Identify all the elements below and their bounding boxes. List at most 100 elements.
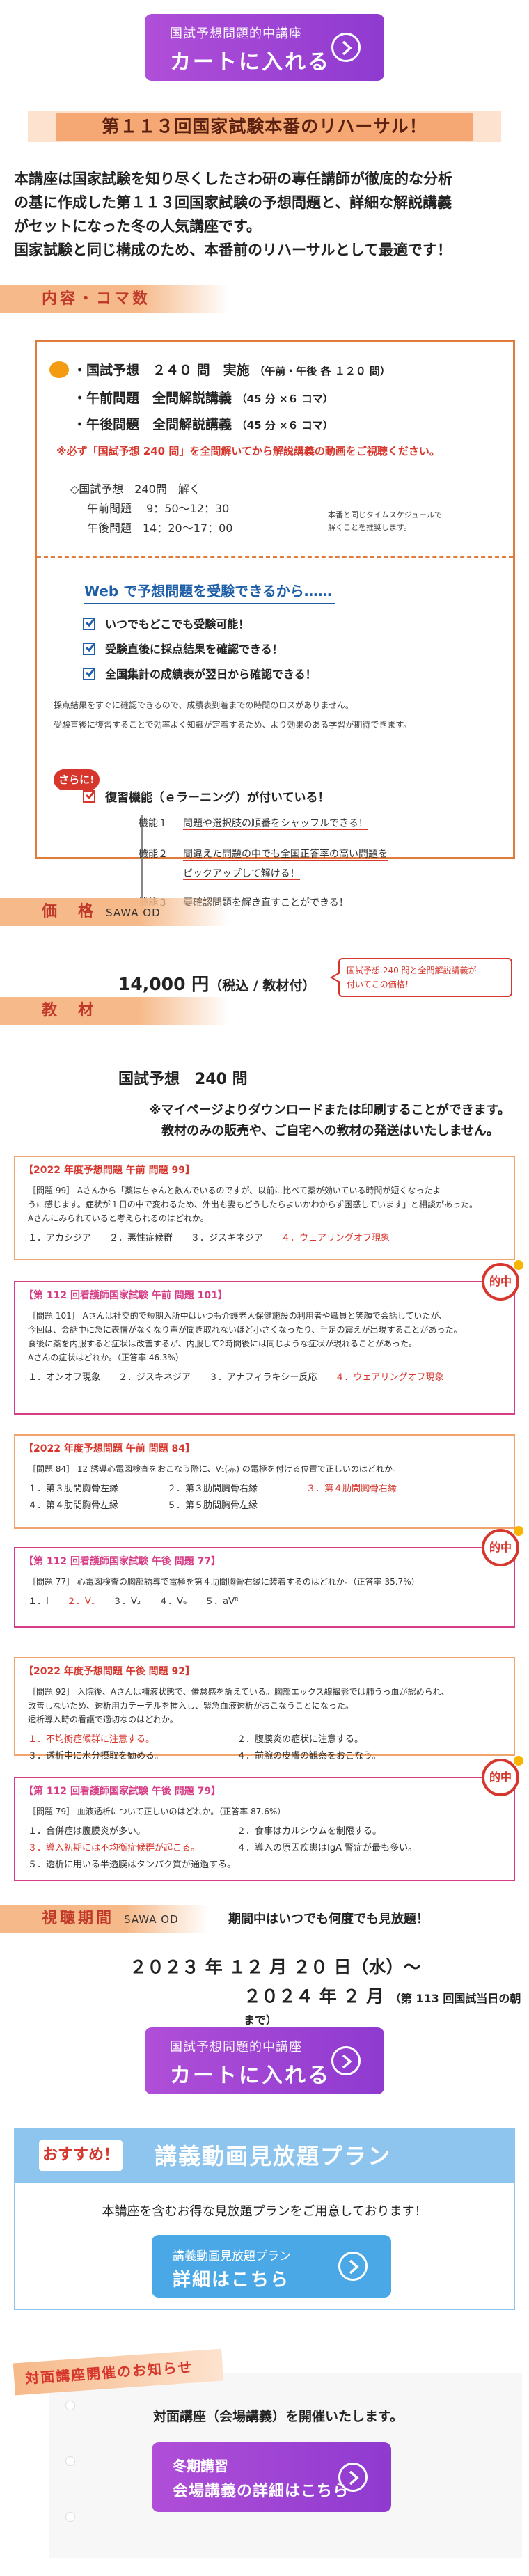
cart-button-subtitle: 国試予想問題的中講座 [170,2040,302,2055]
section-heading-label: 価 格 [42,903,97,920]
sparkle-icon [514,1260,523,1270]
checkbox-checked-icon [83,617,96,630]
section-heading-label: 内容・コマ数 [42,290,151,308]
question-heading: 【2022 年度予想問題 午後 問題 92】 [24,1666,195,1677]
answer-option: ５．透析に用いる半透膜はタンパク質が通過する。 [28,1860,237,1870]
web-exam-heading: Web で予想問題を受験できるから…… [84,580,335,604]
checkbox-checked-icon [83,790,96,803]
answer-option: １．Ⅰ [28,1596,49,1607]
question-text: ［問題 79］ 血液透析について正しいのはどれか。（正答率 87.6%） [28,1807,286,1816]
answer-option: ２．ジスキネジア [118,1372,191,1383]
answer-option: ２．腹膜炎の症状に注意する。 [237,1734,364,1745]
national-exam-question-box: 【第 112 回看護師国家試験 午後 問題 79】［問題 79］ 血液透析につい… [14,1756,523,1881]
content-line-2: ・午前問題 全問解説講義 （45 分 ×６ コマ） [73,391,333,406]
prediction-question-box: 【2022 年度予想問題 午前 問題 84】［問題 84］ 12 誘導心電図検査… [14,1434,515,1529]
question-text: Aさんにみられていると考えられるのはどれか。 [28,1214,209,1223]
answer-options: ３．導入初期には不均衡症候群が起こる。４．導入の原因疾患はIgA 腎症が最も多い… [28,1841,508,1856]
checkbox-checked-icon [83,642,96,655]
schedule-pm: 午後問題 14：20～17：00 [87,521,233,535]
hit-stamp: 的中 [482,1263,519,1301]
national-exam-question-box: 【第 112 回看護師国家試験 午前 問題 101】［問題 101］ Aさんは社… [14,1260,523,1415]
answer-option: ５．第５肋間胸骨左縁 [167,1500,258,1511]
answer-option: ４．前腕の皮膚の観察をおこなう。 [237,1751,381,1761]
arrow-right-icon [338,2252,368,2281]
review-function-heading: 復習機能（ｅラーニング）が付いている！ [83,787,330,805]
answer-options: １．不均衡症候群に注意する。２．腹膜炎の症状に注意する。 [28,1732,508,1748]
answer-option: ５．aVᴿ [205,1596,239,1607]
check-item: 受験直後に採点結果を確認できる！ [83,640,283,657]
answer-option: ３．透析中に水分摂取を勧める。 [28,1751,164,1761]
plan-description: 本講座を含むお得な見放題プランをご用意しております！ [102,2204,427,2219]
intro-line: がセットになった冬の人気講座です。 [14,218,261,235]
prediction-question-box: 【2022 年度予想問題 午後 問題 92】 ［問題 92］ 入院後、Aさんは補液… [14,1657,515,1761]
face-to-face-details-button[interactable]: 冬期講習 会場講義の詳細はこちら [152,2442,391,2512]
question-text: ［問題 99］ Aさんから「薬はちゃんと飲んでいるのですが、以前に比べて薬が効い… [28,1186,441,1195]
hit-stamp: 的中 [482,1759,519,1796]
question-heading: 【第 112 回看護師国家試験 午後 問題 77】 [24,1556,221,1567]
answer-option: ４．V₆ [159,1596,187,1607]
material-title: 国試予想 240 問 [118,1071,248,1088]
face-to-face-description: 対面講座（会場講義）を開催いたします。 [153,2409,404,2424]
question-text: 今回は、会話中に急に表情がなくなり声が聞き取れないほど小さくなったり、手足の震え… [28,1325,462,1335]
sarani-badge: さらに! [54,769,100,790]
section-heading-sub: SAWA OD [124,1913,179,1926]
content-line-1: ・国試予想 ２４０ 問 実施 （午前・午後 各 １２０ 問） [73,363,390,378]
arrow-right-icon [331,2046,361,2075]
hit-stamp: 的中 [482,1529,519,1566]
answer-option: ４．第４肋間胸骨左縁 [28,1500,119,1511]
cart-button-bottom[interactable]: 国試予想問題的中講座 カートに入れる [145,2027,384,2094]
orange-dot-icon [49,361,69,378]
content-line-3: ・午後問題 全問解説講義 （45 分 ×６ コマ） [73,417,333,432]
question-text: うに感じます。症状が１日の中で変わるため、外出も妻もどうしたらよいかわからず困惑… [28,1200,477,1209]
hero-title: 第１１３回国家試験本番のリハーサル！ [56,113,473,141]
intro-line: の基に作成した第１１３回国家試験の予想問題と、詳細な解説講義 [14,194,452,211]
intro-text: 本講座は国家試験を知り尽くしたさわ研の専任講師が徹底的な分析 の基に作成した第１… [14,167,515,262]
answer-options: ４．第４肋間胸骨左縁 ５．第５肋間胸骨左縁 [28,1498,508,1514]
question-text: ［問題 92］ 入院後、Aさんは補液状態で、倦怠感を訴えている。胸部エックス線撮… [28,1687,450,1697]
section-heading-content: 内容・コマ数 [0,285,230,313]
section-heading-price: 価 格 SAWA OD [0,898,230,926]
prediction-question-box: 【2022 年度予想問題 午前 問題 99】［問題 99］ Aさんから「薬はちゃ… [14,1156,515,1260]
schedule-title: ◇国試予想 240問 解く [70,482,200,496]
arrow-right-icon [331,33,361,62]
pin-icon [65,2456,75,2466]
answer-option: ２．食事はカルシウムを制限する。 [237,1826,382,1837]
cart-button-top[interactable]: 国試予想問題的中講座 カートに入れる [145,14,384,81]
answer-option: ４．ウェアリングオフ現象 [281,1233,390,1243]
plan-header: おすすめ！ 講義動画見放題プラン [15,2129,514,2183]
view-note: 期間中はいつでも何度でも見放題！ [228,1912,429,1926]
national-exam-question-box: 【第 112 回看護師国家試験 午後 問題 77】 ［問題 77］ 心電図検査の胸… [14,1526,523,1628]
answer-option: ３．V₂ [112,1596,141,1607]
answer-option: １．オンオフ現象 [28,1372,101,1383]
answer-option: １．合併症は腹膜炎が多い。 [28,1826,146,1837]
plan-details-button[interactable]: 講義動画見放題プラン 詳細はこちら [152,2235,391,2298]
dashed-divider [37,556,513,558]
answer-option: ２．悪性症候群 [109,1233,173,1243]
answer-option: ２．第３肋間胸骨右縁 [167,1484,258,1494]
section-heading-sub: SAWA OD [106,906,161,919]
question-text: 透析導入時の看護で適切なのはどれか。 [28,1715,178,1725]
check-item: 全国集計の成績表が翌日から確認できる！ [83,665,317,682]
schedule-note: 本番と同じタイムスケジュールで 解くことを推奨します。 [328,510,443,532]
check-item: いつでもどこでも受験可能！ [83,615,249,631]
view-date-start: ２０２３ 年 １２ 月 ２０ 日（水）～ [129,1957,421,1977]
section-heading-label: 視聴期間 [42,1910,115,1927]
recommend-badge: おすすめ！ [39,2140,123,2171]
answer-option: １．第３肋間胸骨左縁 [28,1484,119,1494]
answer-options: ３．透析中に水分摂取を勧める。 ４．前腕の皮膚の観察をおこなう。 [28,1749,508,1764]
warning-note: ※必ず「国試予想 240 問」を全問解いてから解説講義の動画をご視聴ください。 [56,445,440,457]
content-box: ・国試予想 ２４０ 問 実施 （午前・午後 各 １２０ 問） ・午前問題 全問解… [35,340,515,914]
answer-option: ４．ウェアリングオフ現象 [335,1372,444,1383]
question-text: ［問題 77］ 心電図検査の胸部誘導で電極を第４肋間胸骨右縁に装着するのはどれか… [28,1577,420,1587]
question-text: ［問題 101］ Aさんは社交的で短期入所中はいつも介護老人保健施設の利用者や職… [28,1311,448,1321]
question-text: ［問題 84］ 12 誘導心電図検査をおこなう際に、V₁(赤) の電極を付ける位… [28,1464,401,1474]
pin-icon [65,2512,75,2522]
answer-option: ３．ジスキネジア [191,1233,264,1243]
sparkle-icon [514,1526,523,1536]
sparkle-icon [514,1756,523,1766]
price-callout: 国試予想 240 問と全問解説講義が 付いてこの価格！ [330,958,512,997]
